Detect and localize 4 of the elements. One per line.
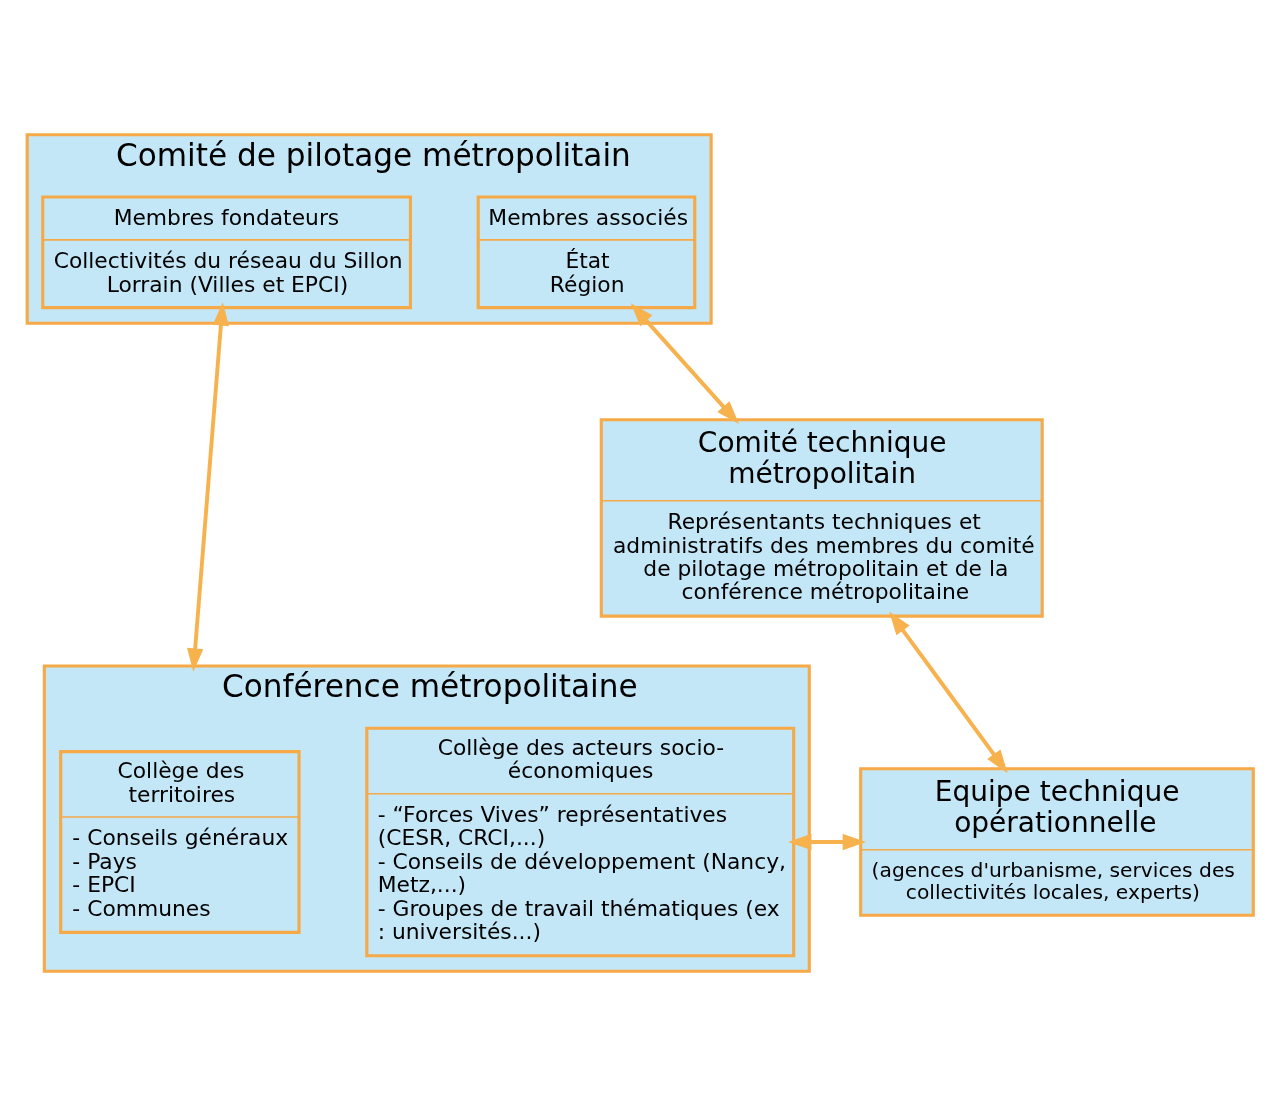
arrow [889, 611, 1008, 774]
arrow [788, 833, 867, 851]
arrow [630, 303, 740, 425]
arrow [187, 302, 230, 672]
